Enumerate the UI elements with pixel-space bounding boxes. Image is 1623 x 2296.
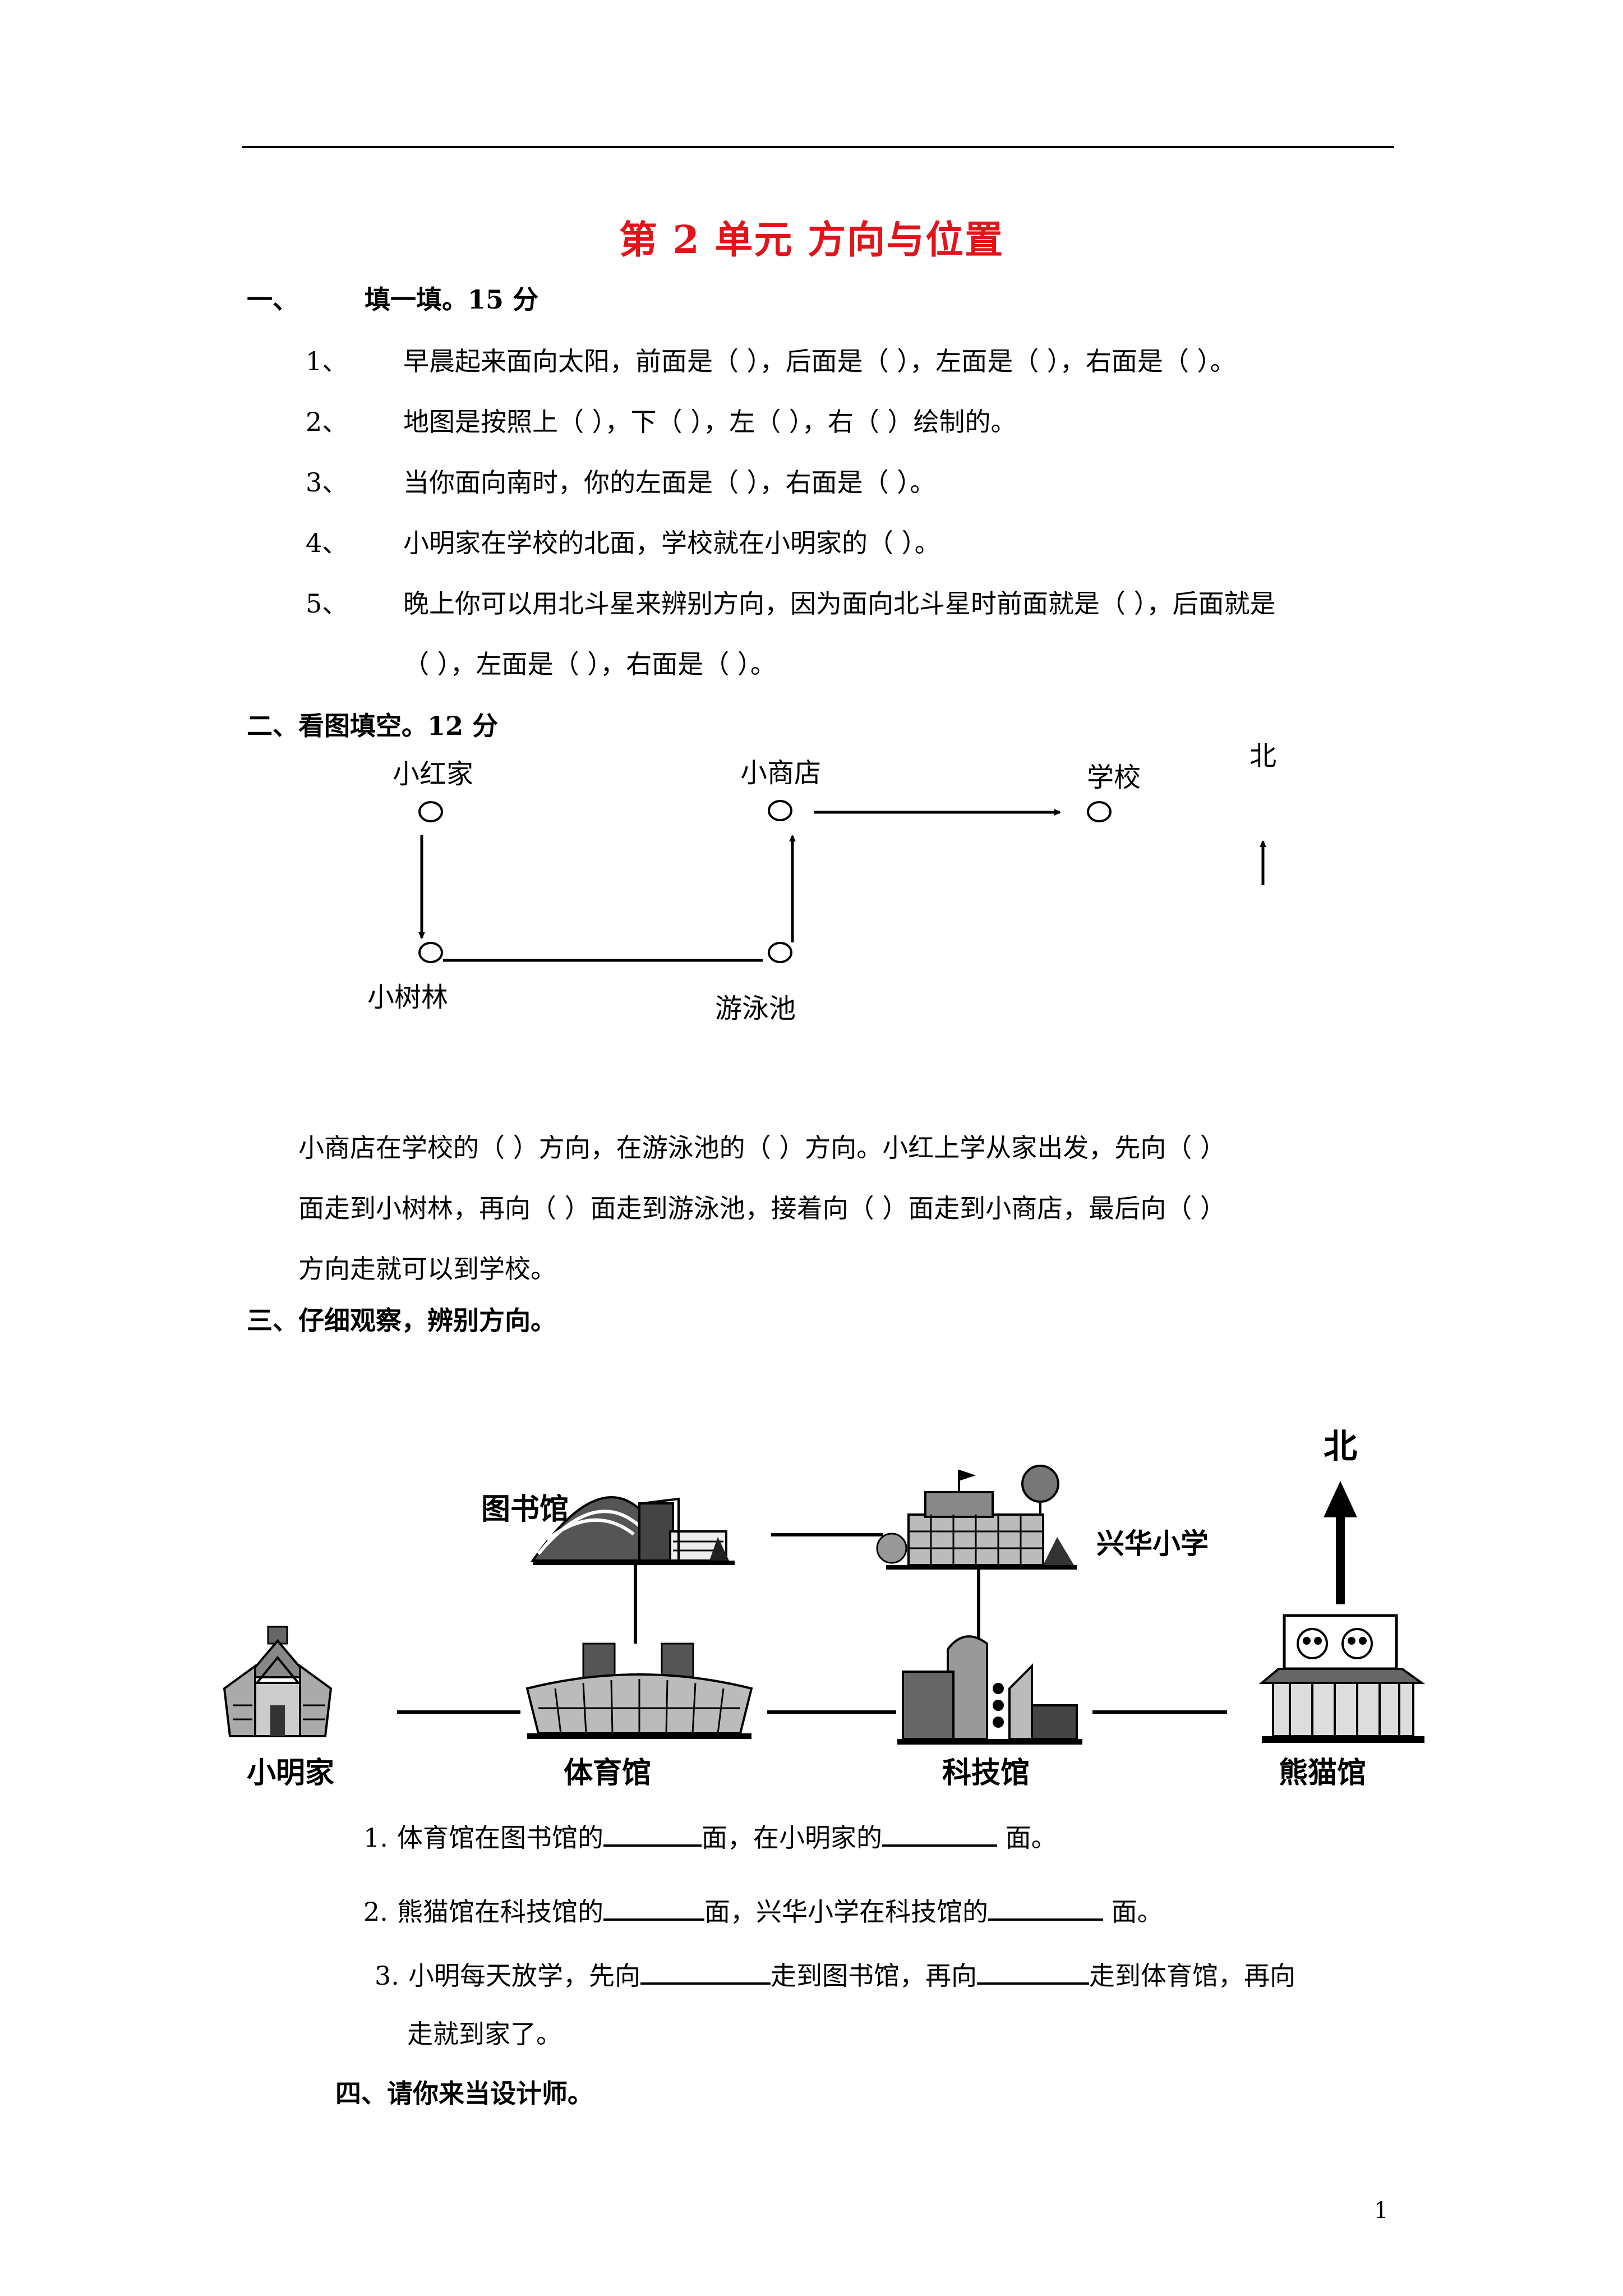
- question-text: 早晨起来面向太阳，前面是（ ），后面是（ ），左面是（ ），右面是（ ）。: [403, 346, 1236, 376]
- page-title: 第 2 单元 方向与位置: [619, 218, 1004, 263]
- xiaoming-home-icon: [223, 1626, 333, 1737]
- section-1-title: 填一填。15 分: [365, 284, 539, 315]
- label-woods: 小树林: [367, 982, 449, 1013]
- question-3-1: 1. 体育馆在图书馆的 面，在小明家的 面。: [363, 1818, 1057, 1855]
- question-1-2: 2、 地图是按照上（ ），下（ ），左（ ），右（ ）绘制的。: [306, 402, 1017, 439]
- section-3-heading: 三、仔细观察，辨别方向。: [247, 1305, 556, 1336]
- label-home: 小红家: [393, 758, 474, 790]
- map-label-library: 图书馆: [481, 1492, 569, 1526]
- question-text: 晚上你可以用北斗星来辨别方向，因为面向北斗星时前面就是（ ），后面就是: [403, 588, 1276, 619]
- answer-blank[interactable]: [603, 1896, 704, 1921]
- map-label-north: 北: [1324, 1427, 1357, 1466]
- section-2-heading: 二、看图填空。12 分: [247, 711, 499, 741]
- woods-node: [418, 942, 443, 963]
- question-1-3: 3、 当你面向南时，你的左面是（ ），右面是（ ）。: [306, 462, 935, 499]
- section-1-heading: 一、 填一填。15 分: [247, 279, 538, 316]
- header-rule: [242, 146, 1394, 148]
- question-text: 走到图书馆，再向: [771, 1961, 977, 1991]
- question-1-5-continued: （ ），左面是（ ），右面是（ ）。: [403, 649, 776, 679]
- question-text: 走到体育馆，再向: [1089, 1961, 1295, 1991]
- map-label-home: 小明家: [247, 1756, 335, 1790]
- question-number: 2、: [306, 407, 348, 437]
- question-3-2: 2. 熊猫馆在科技馆的 面，兴华小学在科技馆的 面。: [363, 1892, 1163, 1929]
- question-text: 地图是按照上（ ），下（ ），左（ ），右（ ）绘制的。: [403, 407, 1017, 437]
- map-label-panda: 熊猫馆: [1279, 1756, 1367, 1790]
- home-node: [418, 801, 443, 822]
- question-text: 面。: [997, 1823, 1057, 1853]
- map-label-gym: 体育馆: [564, 1756, 652, 1790]
- shop-node: [768, 800, 792, 821]
- pool-node: [768, 942, 792, 963]
- question-number: 3、: [306, 467, 348, 498]
- question-3-3-continued: 走就到家了。: [407, 2019, 562, 2049]
- question-text: 面，兴华小学在科技馆的: [704, 1897, 988, 1927]
- question-text: 熊猫馆在科技馆的: [397, 1897, 603, 1927]
- question-1-1: 1、 早晨起来面向太阳，前面是（ ），后面是（ ），左面是（ ），右面是（ ）。: [306, 341, 1236, 378]
- page-number: 1: [1374, 2198, 1389, 2224]
- xinghua-school-icon: [876, 1465, 1077, 1570]
- question-1-5: 5、 晚上你可以用北斗星来辨别方向，因为面向北斗星时前面就是（ ），后面就是: [306, 583, 1276, 620]
- school-node: [1087, 801, 1112, 822]
- question-number: 4、: [306, 528, 348, 558]
- section-4-heading: 四、请你来当设计师。: [335, 2078, 593, 2109]
- answer-blank[interactable]: [882, 1822, 997, 1847]
- section-2-paragraph-line-2: 面走到小树林，再向（ ）面走到游泳池，接着向（ ）面走到小商店，最后向（ ）: [298, 1193, 1226, 1223]
- panda-house-icon: [1258, 1614, 1426, 1743]
- question-text: 当你面向南时，你的左面是（ ），右面是（ ）。: [403, 467, 936, 498]
- gym-stadium-icon: [525, 1642, 753, 1739]
- map-north-arrow-icon: [1324, 1481, 1357, 1604]
- question-text: 体育馆在图书馆的: [397, 1823, 603, 1853]
- question-text: 小明每天放学，先向: [408, 1961, 640, 1991]
- question-number: 1、: [306, 346, 348, 376]
- map-label-science: 科技馆: [942, 1756, 1030, 1790]
- label-north: 北: [1249, 740, 1277, 772]
- question-text: 面，在小明家的: [702, 1823, 882, 1853]
- label-school: 学校: [1087, 762, 1141, 793]
- label-pool: 游泳池: [715, 993, 796, 1024]
- answer-blank[interactable]: [988, 1896, 1103, 1921]
- question-number: 1.: [363, 1823, 388, 1853]
- answer-blank[interactable]: [603, 1822, 702, 1847]
- question-text: 小明家在学校的北面，学校就在小明家的（ ）。: [403, 528, 940, 558]
- answer-blank[interactable]: [977, 1960, 1089, 1985]
- question-number: 5、: [306, 588, 348, 619]
- question-number: 3.: [375, 1961, 399, 1991]
- question-text: 面。: [1103, 1897, 1163, 1927]
- library-icon: [531, 1496, 735, 1565]
- question-number: 2.: [363, 1897, 388, 1927]
- question-1-4: 4、 小明家在学校的北面，学校就在小明家的（ ）。: [306, 523, 940, 560]
- question-3-3: 3. 小明每天放学，先向 走到图书馆，再向 走到体育馆，再向: [375, 1955, 1295, 1993]
- science-museum-icon: [897, 1635, 1082, 1745]
- section-2-paragraph-line-1: 小商店在学校的（ ）方向，在游泳池的（ ）方向。小红上学从家出发，先向（ ）: [298, 1133, 1226, 1163]
- section-2-paragraph-line-3: 方向走就可以到学校。: [298, 1254, 556, 1284]
- label-shop: 小商店: [740, 757, 822, 789]
- section-1-number: 一、: [247, 284, 298, 315]
- map-label-school: 兴华小学: [1096, 1527, 1209, 1560]
- answer-blank[interactable]: [640, 1960, 771, 1985]
